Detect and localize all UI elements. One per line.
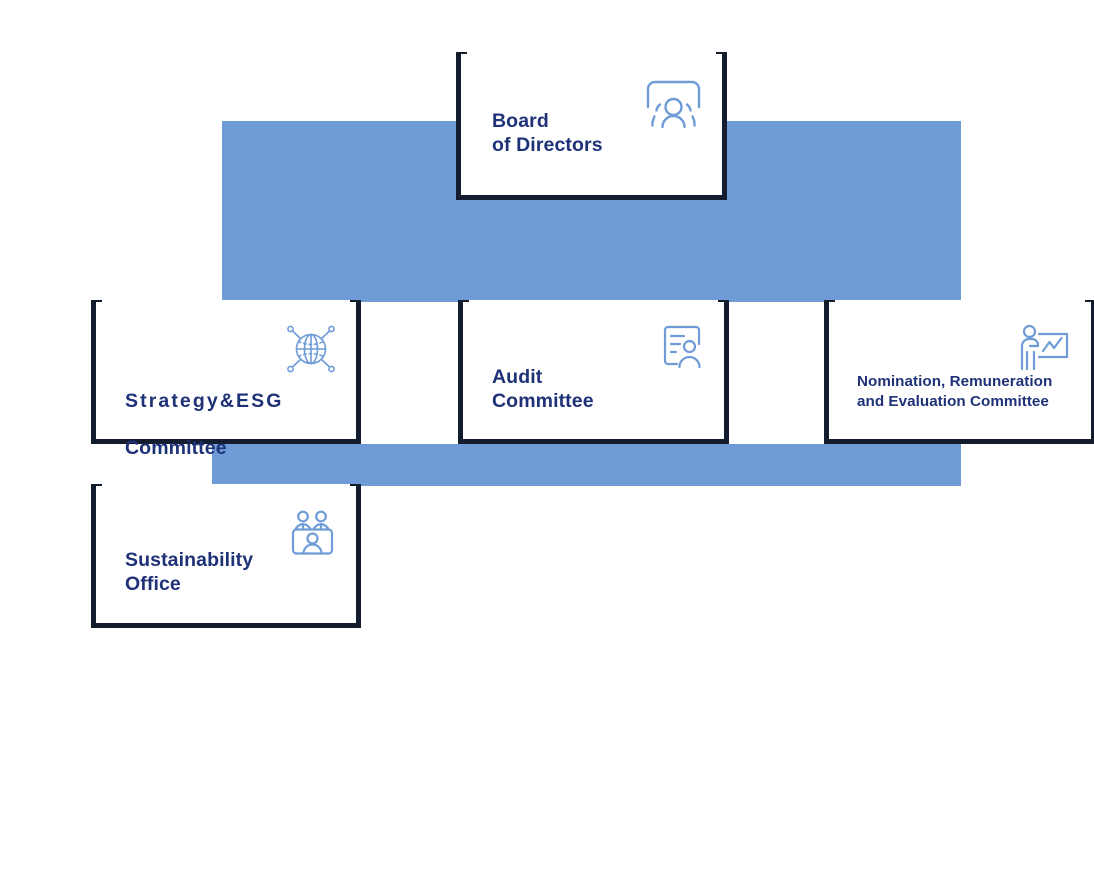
node-strategy-label-line2: Committee xyxy=(125,437,227,460)
node-sustainability-inner: Sustainability Office xyxy=(96,486,356,623)
people-group-under-arch-icon xyxy=(645,79,702,132)
node-nomination-inner: Nomination, Remuneration and Evaluation … xyxy=(829,302,1091,439)
node-audit-committee[interactable]: Audit Committee xyxy=(458,300,729,444)
node-strategy-inner: Strategy&ESG Committee xyxy=(96,302,356,459)
document-person-icon xyxy=(659,324,705,370)
node-strategy-label-line1: Strategy&ESG xyxy=(125,389,284,412)
node-sustainability-label: Sustainability Office xyxy=(125,549,254,595)
node-audit-inner: Audit Committee xyxy=(463,302,724,439)
node-board-of-directors[interactable]: Board of Directors xyxy=(456,52,727,200)
node-strategy-label: Strategy&ESG Committee xyxy=(125,366,284,485)
node-nomination-remuneration-evaluation-committee[interactable]: Nomination, Remuneration and Evaluation … xyxy=(824,300,1094,444)
connector-block-committee-row-step xyxy=(212,462,961,486)
node-sustainability-office[interactable]: Sustainability Office xyxy=(91,484,361,628)
node-board-label: Board of Directors xyxy=(492,110,603,156)
node-strategy-esg-committee[interactable]: Strategy&ESG Committee xyxy=(91,300,361,459)
connector-stub-strategy-to-sustainability xyxy=(212,444,236,486)
node-board-inner: Board of Directors xyxy=(461,54,722,195)
node-audit-label: Audit Committee xyxy=(492,366,594,412)
node-nomination-label: Nomination, Remuneration and Evaluation … xyxy=(857,373,1053,410)
three-people-panel-icon xyxy=(289,510,336,557)
globe-network-icon xyxy=(284,322,338,376)
presenter-chart-icon xyxy=(1018,324,1070,370)
